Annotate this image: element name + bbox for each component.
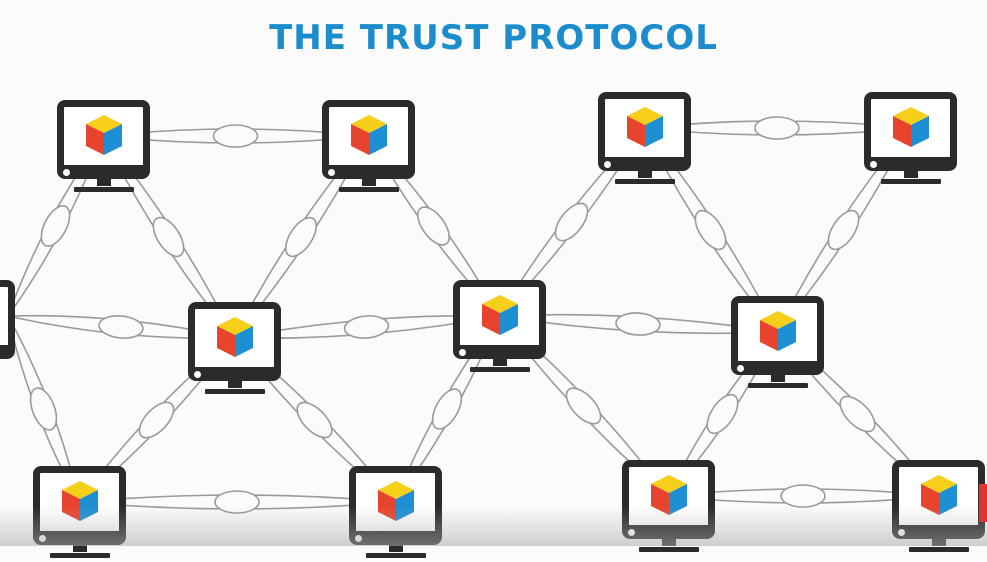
- handshake-icon: [565, 387, 602, 425]
- monitor-base: [615, 179, 675, 184]
- handshake-icon: [284, 216, 318, 258]
- power-led: [63, 169, 70, 176]
- monitor-base: [74, 187, 134, 192]
- monitor-neck: [97, 179, 111, 186]
- handshake-icon: [152, 216, 185, 258]
- monitor-screen: [731, 296, 824, 375]
- handshake-icon: [138, 401, 175, 439]
- monitor-icon: [0, 280, 15, 359]
- handshake-icon: [29, 387, 58, 431]
- monitor-base: [366, 553, 426, 558]
- cube-logo-icon: [351, 115, 387, 155]
- monitor-screen: [453, 280, 546, 359]
- handshake-icon: [615, 312, 661, 336]
- handshake-icon: [296, 401, 333, 439]
- monitor-base: [50, 553, 110, 558]
- monitor-screen: [57, 100, 150, 179]
- monitor-base: [881, 179, 941, 184]
- power-led: [604, 161, 611, 168]
- monitor-base: [909, 547, 969, 552]
- monitor-neck: [228, 381, 242, 388]
- power-led: [737, 365, 744, 372]
- handshake-icon: [839, 395, 876, 433]
- monitor-icon: [322, 100, 415, 196]
- cube-logo-icon: [893, 107, 929, 147]
- corner-mark: [979, 484, 987, 522]
- handshake-network: [7, 116, 939, 514]
- slide-title: THE TRUST PROTOCOL: [269, 18, 718, 58]
- monitor-neck: [771, 375, 785, 382]
- power-led: [459, 349, 466, 356]
- monitor-icon: [188, 302, 281, 398]
- monitor-icon: [598, 92, 691, 188]
- handshake-icon: [431, 388, 463, 430]
- monitor-base: [748, 383, 808, 388]
- monitor-neck: [389, 545, 403, 552]
- monitor-icon: [453, 280, 546, 376]
- monitor-neck: [904, 171, 918, 178]
- monitor-base: [205, 389, 265, 394]
- monitor-icon: [864, 92, 957, 188]
- monitor-neck: [493, 359, 507, 366]
- cube-logo-icon: [482, 295, 518, 335]
- monitor-base: [339, 187, 399, 192]
- handshake-icon: [827, 209, 860, 251]
- monitor-screen: [322, 100, 415, 179]
- cube-logo-icon: [627, 107, 663, 147]
- handshake-icon: [40, 205, 71, 247]
- monitor-neck: [73, 545, 87, 552]
- power-led: [328, 169, 335, 176]
- handshake-icon: [416, 206, 451, 246]
- handshake-icon: [780, 484, 826, 508]
- handshake-icon: [98, 315, 144, 339]
- monitor-icon: [731, 296, 824, 392]
- monitor-screen: [188, 302, 281, 381]
- monitor-neck: [638, 171, 652, 178]
- power-led: [870, 161, 877, 168]
- handshake-icon: [554, 202, 589, 242]
- monitor-base: [639, 547, 699, 552]
- monitor-screen: [598, 92, 691, 171]
- handshake-icon: [212, 124, 259, 148]
- handshake-icon: [754, 116, 800, 140]
- bottom-fade: [0, 506, 987, 546]
- power-led: [194, 371, 201, 378]
- handshake-icon: [343, 315, 390, 339]
- cube-logo-icon: [86, 115, 122, 155]
- cube-logo-icon: [760, 311, 796, 351]
- monitor-screen: [864, 92, 957, 171]
- handshake-icon: [706, 393, 739, 435]
- cube-logo-icon: [217, 317, 253, 357]
- monitor-icon: [57, 100, 150, 196]
- monitor-neck: [362, 179, 376, 186]
- handshake-icon: [694, 209, 727, 251]
- monitor-base: [470, 367, 530, 372]
